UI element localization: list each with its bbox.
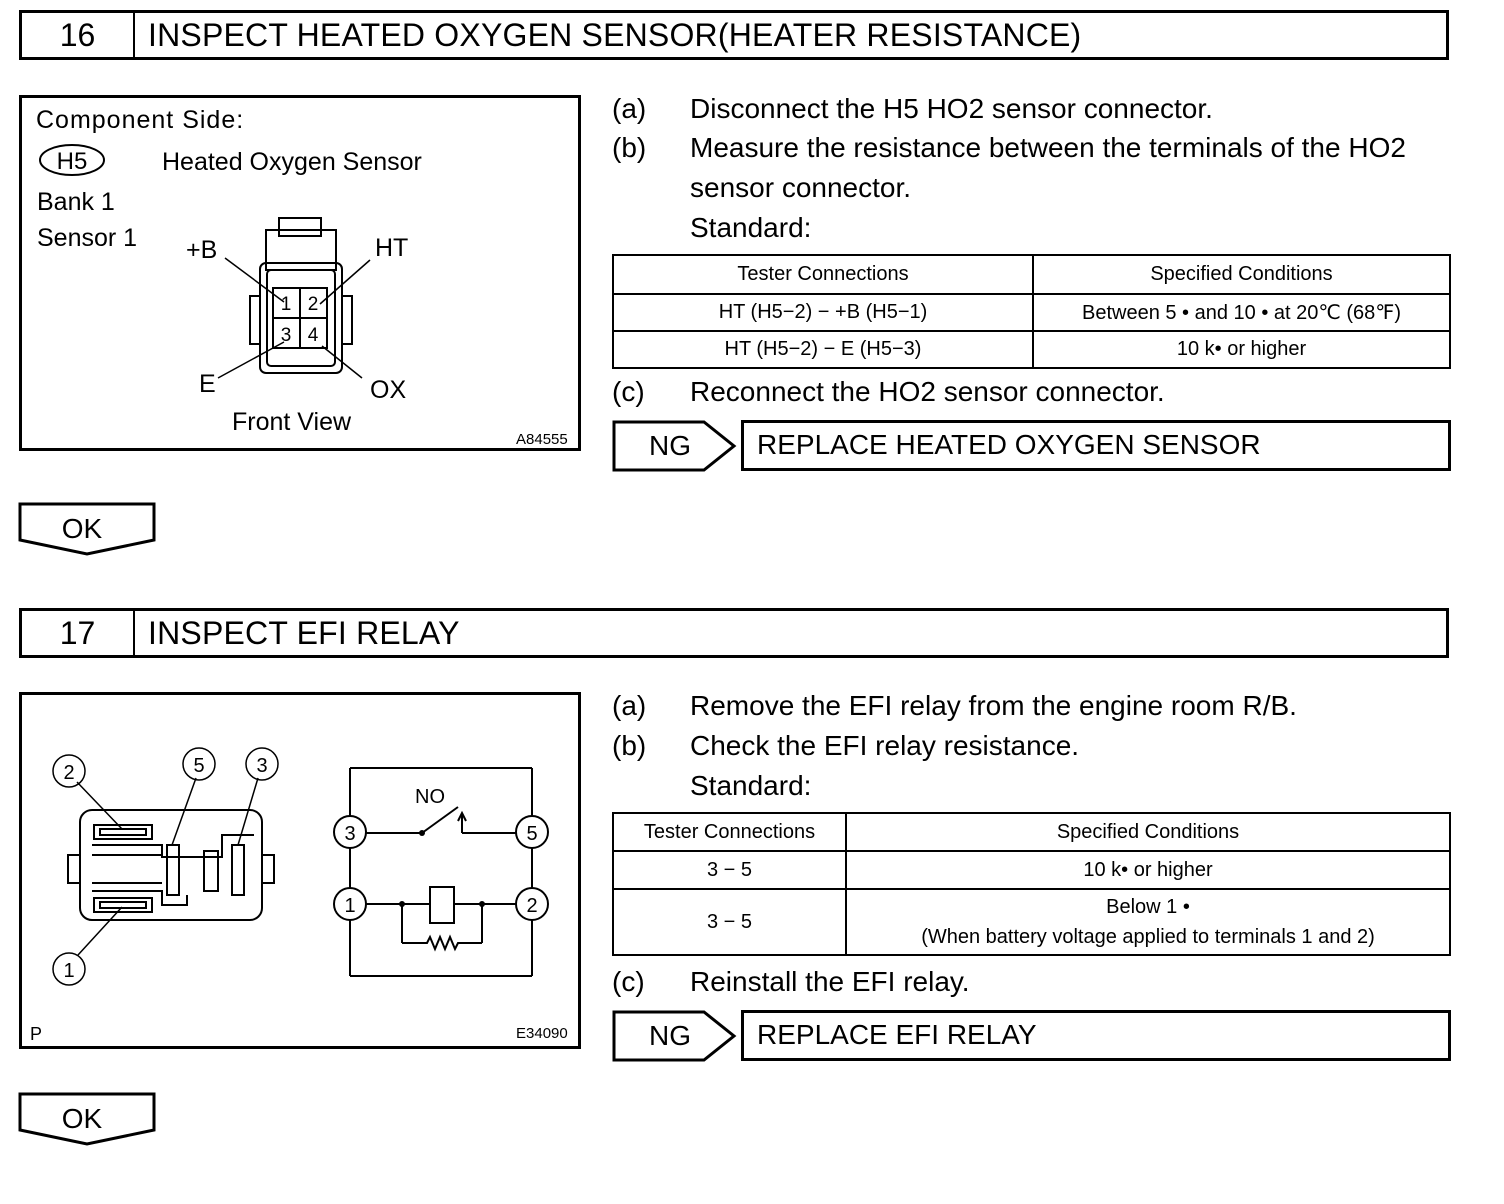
table-header: Specified Conditions [1032,254,1451,295]
ng-arrow-box: NG [612,1010,737,1062]
figure-id: A84555 [516,431,568,448]
step-17-b: (b) Check the EFI relay resistance. [612,726,1452,766]
callout-leaders [52,747,279,986]
table-cell: HT (H5−2) − +B (H5−1) [612,293,1034,332]
sensor-label: Sensor 1 [37,224,137,252]
sensor-figure: Component Side: H5 Heated Oxygen Sensor … [19,95,581,451]
ng-action-text: REPLACE EFI RELAY [757,1019,1037,1050]
ng-label: NG [649,1020,691,1051]
terminal-2: 2 [526,895,537,917]
switch-no-label: NO [415,786,445,808]
connector-code-oval [39,144,105,176]
front-view-label: Front View [232,408,352,436]
ok-label: OK [62,513,103,544]
corner-mark: P [30,1024,42,1044]
table-row: HT (H5−2) − E (H5−3) 10 k• or higher [612,330,1451,369]
step-number: 16 [22,13,135,57]
table-cell: 3 − 5 [612,850,847,890]
table-cell: 10 k• or higher [845,850,1451,890]
figure-id: E34090 [516,1025,568,1042]
step-17-a: (a) Remove the EFI relay from the engine… [612,686,1452,726]
terminal-3: 3 [344,823,355,845]
table-cell-note: (When battery voltage applied to termina… [921,926,1375,948]
step-17-header: 17 INSPECT EFI RELAY [19,608,1449,658]
step-16-c: (c) Reconnect the HO2 sensor connector. [612,372,1452,412]
step-17-c: (c) Reinstall the EFI relay. [612,962,1452,1002]
ok-arrow-box: OK [18,1092,156,1146]
connector-name: Heated Oxygen Sensor [162,148,422,176]
pin-label-ht: HT [375,234,408,262]
spec-table: Tester Connections Specified Conditions … [612,812,1451,956]
table-header: Specified Conditions [845,812,1451,852]
step-text: Disconnect the H5 HO2 sensor connector. [690,93,1213,124]
bank-label: Bank 1 [37,188,115,216]
standard-label: Standard: [690,212,812,243]
table-header: Tester Connections [612,812,847,852]
component-side-label: Component Side: [36,106,244,134]
table-cell: Below 1 • (When battery voltage applied … [845,888,1451,956]
callout-1: 1 [63,960,74,982]
pin-1: 1 [281,294,292,315]
step-16-header: 16 INSPECT HEATED OXYGEN SENSOR(HEATER R… [19,10,1449,60]
step-title: INSPECT EFI RELAY [148,615,460,651]
spec-table: Tester Connections Specified Conditions … [612,254,1451,369]
table-cell: 10 k• or higher [1032,330,1451,369]
step-number: 17 [22,611,135,655]
pin-label-e: E [199,370,216,398]
standard-label: Standard: [690,770,812,801]
step-text: Reconnect the HO2 sensor connector. [690,376,1165,407]
ng-action-box: REPLACE EFI RELAY [741,1010,1451,1061]
step-16-b: (b) Measure the resistance between the t… [612,128,1472,208]
step-label: (c) [612,376,645,407]
ng-arrow-box: NG [612,420,737,472]
step-text: Measure the resistance between the termi… [690,132,1406,163]
pin-label-plus-b: +B [186,236,217,264]
terminal-5: 5 [526,823,537,845]
ng-action-text: REPLACE HEATED OXYGEN SENSOR [757,429,1261,460]
callout-3: 3 [256,755,267,777]
relay-body-drawing [67,809,275,921]
terminal-1: 1 [344,895,355,917]
pin-2: 2 [308,294,319,315]
table-cell-line: Below 1 • [1106,896,1190,918]
step-label: (b) [612,730,647,761]
ok-label: OK [62,1103,103,1134]
step-text-continued: sensor connector. [690,172,912,203]
table-header: Tester Connections [612,254,1034,295]
step-text: Reinstall the EFI relay. [690,966,970,997]
step-label: (a) [612,93,647,124]
step-text: Remove the EFI relay from the engine roo… [690,690,1297,721]
table-cell: HT (H5−2) − E (H5−3) [612,330,1034,369]
pin-label-ox: OX [370,376,406,404]
table-row: 3 − 5 10 k• or higher [612,850,1451,890]
pin-leader-lines [217,257,371,379]
step-label: (a) [612,690,647,721]
pin-3: 3 [281,325,292,346]
step-label: (c) [612,966,645,997]
relay-circuit [333,767,549,977]
step-title: INSPECT HEATED OXYGEN SENSOR(HEATER RESI… [148,17,1082,53]
table-cell: 3 − 5 [612,888,847,956]
ok-arrow-box: OK [18,502,156,556]
connector-drawing [249,217,353,374]
step-16-a: (a) Disconnect the H5 HO2 sensor connect… [612,89,1452,129]
table-row: HT (H5−2) − +B (H5−1) Between 5 • and 10… [612,293,1451,332]
callout-5: 5 [193,755,204,777]
callout-2: 2 [63,762,74,784]
table-cell: Between 5 • and 10 • at 20℃ (68℉) [1032,293,1451,332]
table-row: 3 − 5 Below 1 • (When battery voltage ap… [612,888,1451,956]
step-label: (b) [612,132,647,163]
step-text: Check the EFI relay resistance. [690,730,1080,761]
ng-label: NG [649,430,691,461]
pin-4: 4 [308,325,319,346]
ng-action-box: REPLACE HEATED OXYGEN SENSOR [741,420,1451,471]
relay-figure: 2 5 3 1 [19,692,581,1049]
connector-code: H5 [57,148,88,175]
